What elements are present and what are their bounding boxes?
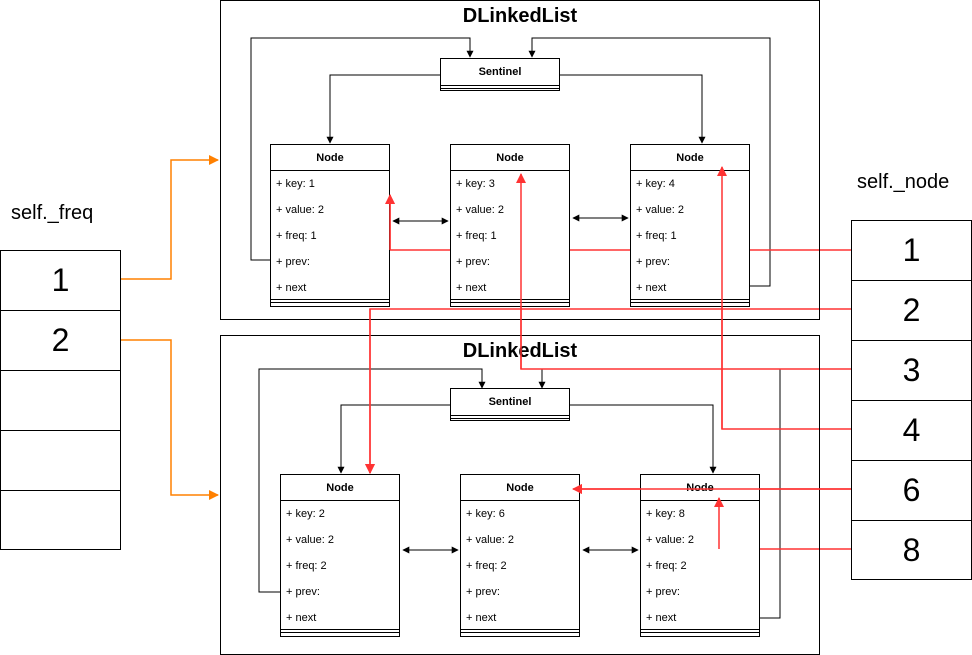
- top-node-key-3: Node + key: 3 + value: 2 + freq: 1 + pre…: [450, 144, 570, 307]
- top-first-prev-loop-arrow: [250, 37, 474, 261]
- node-cell-1: 1: [851, 220, 972, 281]
- bottom-sentinel-to-first-node-arrow: [337, 404, 450, 474]
- node-freq-field: + freq: 1: [276, 230, 317, 242]
- freq-table-label: self._freq: [11, 202, 94, 224]
- node-cell-2: 2: [851, 280, 972, 341]
- bottom-first-prev-loop-arrow: [258, 368, 486, 593]
- node-cell-8: 8: [851, 520, 972, 580]
- freq-cell-2: 2: [0, 310, 121, 371]
- node-value-field: + value: 2: [636, 204, 685, 216]
- top-last-next-loop-arrow: [528, 37, 771, 287]
- freq-1-link-arrow: [121, 155, 219, 280]
- node-key-field: + key: 1: [276, 178, 315, 190]
- node-key-field: + key: 4: [636, 178, 675, 190]
- node-header: Node: [271, 145, 389, 171]
- node-freq-field: + freq: 1: [636, 230, 677, 242]
- bottom-node-key-8: Node + key: 8 + value: 2 + freq: 2 + pre…: [640, 474, 760, 637]
- node-cell-4: 4: [851, 400, 972, 461]
- node-freq-field: + freq: 2: [286, 560, 327, 572]
- top-node-key-4: Node + key: 4 + value: 2 + freq: 1 + pre…: [630, 144, 750, 307]
- freq-cell-3: [0, 370, 121, 431]
- node-cell-3: 3: [851, 340, 972, 401]
- node-table-label: self._node: [857, 171, 950, 193]
- node-prev-field: + prev:: [636, 256, 670, 268]
- bottom-node-key-6: Node + key: 6 + value: 2 + freq: 2 + pre…: [460, 474, 580, 637]
- bottom-sentinel-header: Sentinel: [451, 389, 569, 416]
- bottom-sentinel: Sentinel: [450, 388, 570, 421]
- freq-cell-5: [0, 490, 121, 550]
- node-prev-field: + prev:: [276, 256, 310, 268]
- node-header: Node: [451, 145, 569, 171]
- node-next-field: + next: [456, 282, 487, 294]
- node-value-field: + value: 2: [456, 204, 505, 216]
- node-freq-field: + freq: 2: [646, 560, 687, 572]
- node-key-field: + key: 3: [456, 178, 495, 190]
- node-header: Node: [641, 475, 759, 501]
- node-prev-field: + prev:: [286, 586, 320, 598]
- top-dlinkedlist-title: DLinkedList: [462, 5, 578, 27]
- node-key-field: + key: 8: [646, 508, 685, 520]
- top-sentinel-to-last-node-arrow: [560, 74, 706, 144]
- bottom-dlinkedlist-title: DLinkedList: [462, 340, 578, 362]
- node-header: Node: [461, 475, 579, 501]
- node-next-field: + next: [286, 612, 317, 624]
- node-freq-field: + freq: 2: [466, 560, 507, 572]
- bottom-node-key-2: Node + key: 2 + value: 2 + freq: 2 + pre…: [280, 474, 400, 637]
- node-prev-field: + prev:: [456, 256, 490, 268]
- node-header: Node: [631, 145, 749, 171]
- node-prev-field: + prev:: [646, 586, 680, 598]
- node-value-field: + value: 2: [276, 204, 325, 216]
- node-value-field: + value: 2: [286, 534, 335, 546]
- node-cell-6: 6: [851, 460, 972, 521]
- node-key-field: + key: 2: [286, 508, 325, 520]
- top-sentinel-header: Sentinel: [441, 59, 559, 86]
- node-key-field: + key: 6: [466, 508, 505, 520]
- freq-2-link-arrow: [121, 339, 219, 500]
- node-next-field: + next: [646, 612, 677, 624]
- top-sentinel: Sentinel: [440, 58, 560, 91]
- node-value-field: + value: 2: [646, 534, 695, 546]
- node-header: Node: [281, 475, 399, 501]
- freq-cell-1: 1: [0, 250, 121, 311]
- freq-cell-4: [0, 430, 121, 491]
- top-sentinel-to-first-node-arrow: [326, 74, 440, 144]
- node-freq-field: + freq: 1: [456, 230, 497, 242]
- node-next-field: + next: [636, 282, 667, 294]
- bottom-sentinel-to-last-node-arrow: [570, 404, 717, 474]
- node-next-field: + next: [276, 282, 307, 294]
- top-dlinkedlist-frame: DLinkedList: [220, 0, 820, 320]
- node-prev-field: + prev:: [466, 586, 500, 598]
- top-node-key-1: Node + key: 1 + value: 2 + freq: 1 + pre…: [270, 144, 390, 307]
- node-next-field: + next: [466, 612, 497, 624]
- node-value-field: + value: 2: [466, 534, 515, 546]
